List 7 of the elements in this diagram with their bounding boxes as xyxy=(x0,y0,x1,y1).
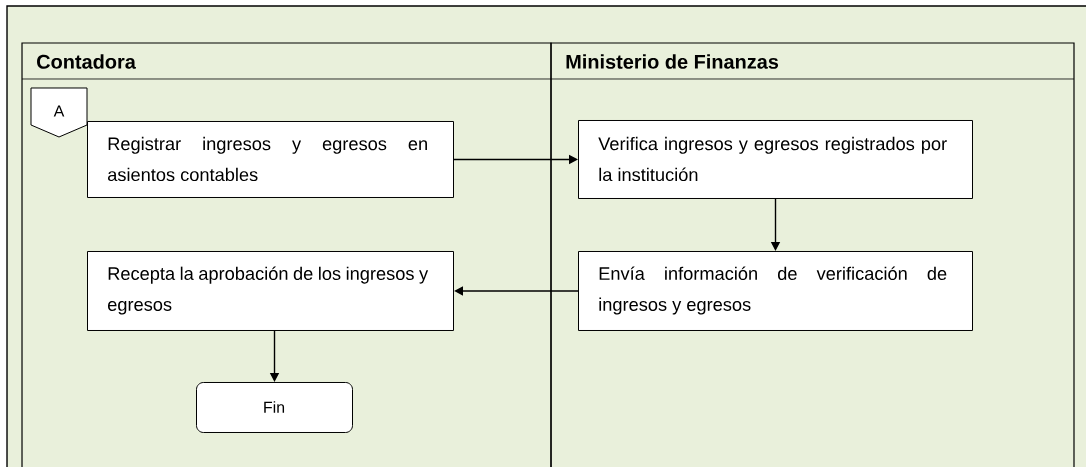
process-box: Verifica ingresos y egresos registrados por la institución xyxy=(578,120,973,199)
process-box: Recepta la aprobación de los ingresos y egresos xyxy=(87,251,454,331)
process-box: Registrar ingresos y egresos en asientos contables xyxy=(87,121,454,198)
terminator-box: Fin xyxy=(196,382,353,433)
arrow xyxy=(454,286,579,296)
off-page-connector: A xyxy=(30,87,88,138)
process-box: Envía información de verificación de ingresos y egresos xyxy=(578,251,973,331)
